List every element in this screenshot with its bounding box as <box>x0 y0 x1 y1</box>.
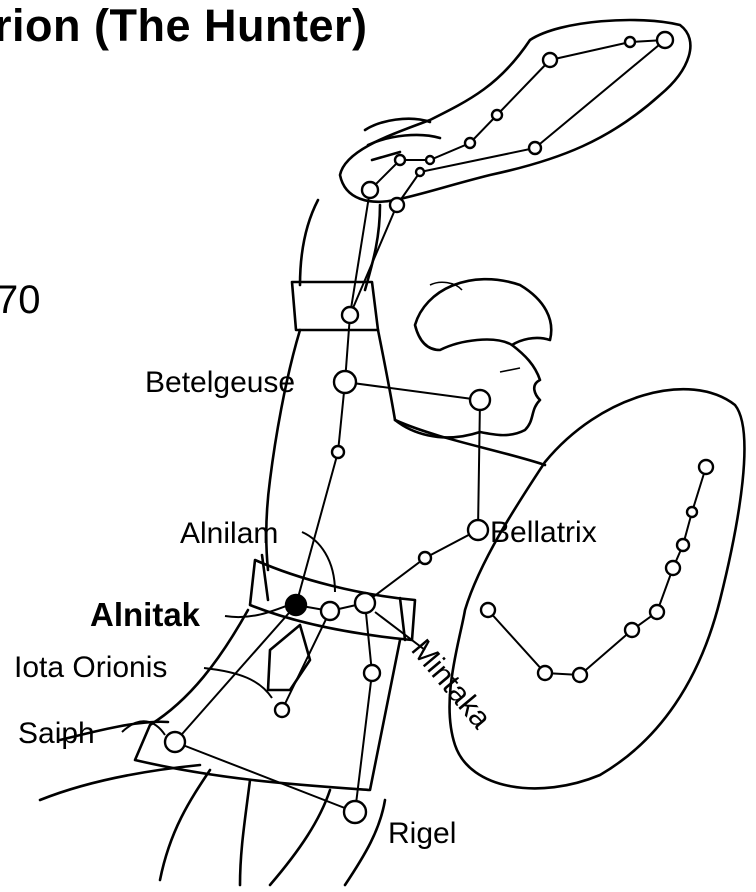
body-star <box>419 552 431 564</box>
alnilam-star <box>321 602 339 620</box>
eye <box>500 368 520 372</box>
shoulder-line <box>345 382 480 400</box>
stars <box>165 32 713 823</box>
club-star <box>529 142 541 154</box>
shield-star <box>625 623 639 637</box>
scabbard-outline <box>268 625 310 690</box>
shield-star <box>573 668 587 682</box>
shield-star <box>687 507 697 517</box>
hand-outline <box>365 119 440 160</box>
helmet-outline <box>415 279 551 350</box>
club-star <box>543 53 557 67</box>
face-outline <box>480 345 540 435</box>
club-star <box>657 32 673 48</box>
arm-star <box>342 307 358 323</box>
shield-star <box>699 460 713 474</box>
saiph-star <box>165 732 185 752</box>
iota-orionis-star <box>275 703 289 717</box>
betelgeuse-label: Betelgeuse <box>145 366 295 399</box>
alnitak-star <box>286 595 306 615</box>
club-star <box>465 138 475 148</box>
label-pointers <box>122 532 425 735</box>
shield-star <box>538 666 552 680</box>
sword-line <box>282 611 330 710</box>
club-star <box>492 110 502 120</box>
betelgeuse-star <box>334 371 356 393</box>
right-leg-outline <box>270 790 385 885</box>
shield-outline <box>450 389 745 788</box>
club-outline <box>340 20 690 202</box>
iota-orionis-label: Iota Orionis <box>14 651 167 684</box>
iota-pointer <box>204 668 272 698</box>
head-star <box>470 390 490 410</box>
bellatrix-star <box>468 520 488 540</box>
club-star <box>625 37 635 47</box>
raised-arm-outline <box>300 200 380 290</box>
sword-star <box>364 665 380 681</box>
rigel-label: Rigel <box>388 817 456 850</box>
body-star <box>332 446 344 458</box>
betelgeuse-alnitak-line <box>296 382 345 605</box>
arm-line <box>345 190 397 382</box>
shield-star <box>677 539 689 551</box>
club-line <box>370 40 665 205</box>
mintaka-star <box>355 593 375 613</box>
shield-star <box>481 603 495 617</box>
club-star <box>395 155 405 165</box>
left-leg-outline <box>160 770 250 885</box>
arm-star <box>362 182 378 198</box>
hunter-figure <box>40 20 744 885</box>
rigel-star <box>344 801 366 823</box>
belt-detail <box>262 555 405 640</box>
alnitak-label: Alnitak <box>90 596 201 633</box>
club-star <box>426 156 434 164</box>
club-star <box>416 168 424 176</box>
alnilam-label: Alnilam <box>180 517 278 550</box>
shield-star <box>666 561 680 575</box>
arm-star <box>390 198 404 212</box>
shield-star <box>650 605 664 619</box>
saiph-rigel-line <box>175 742 355 812</box>
saiph-label: Saiph <box>18 717 95 750</box>
bellatrix-label: Bellatrix <box>490 516 597 549</box>
